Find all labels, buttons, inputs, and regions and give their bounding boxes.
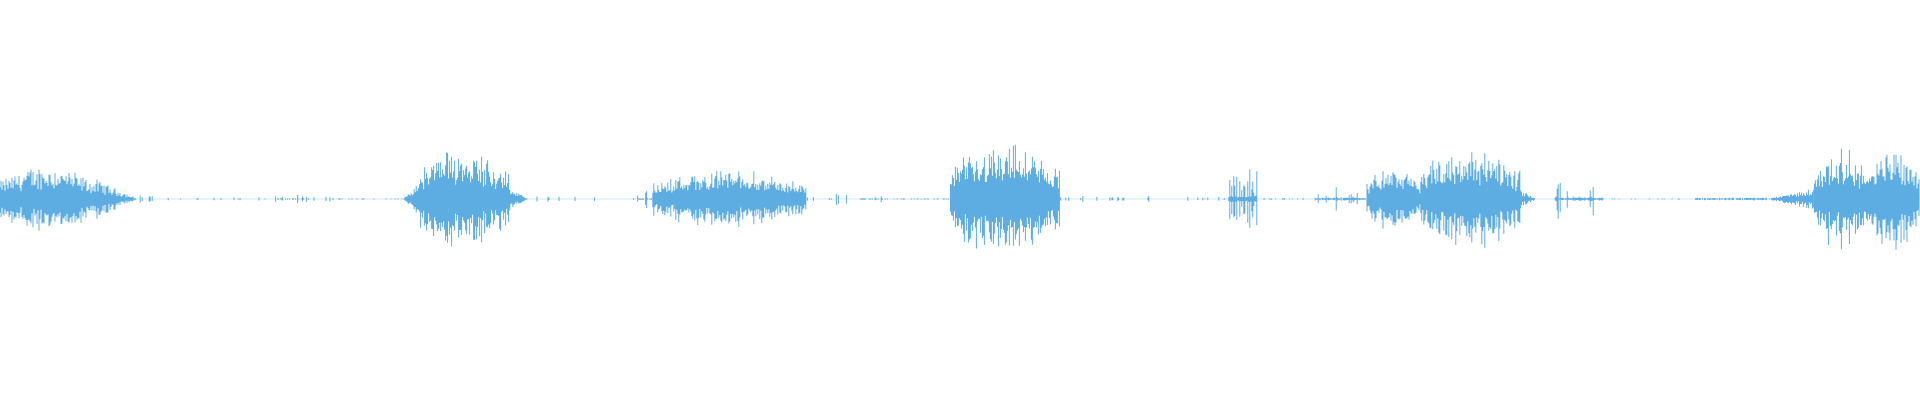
waveform-segment	[418, 152, 510, 247]
waveform-peaks	[508, 189, 528, 211]
waveform-peaks	[1420, 152, 1521, 248]
waveform-peaks	[1059, 196, 1098, 202]
waveform-peaks	[652, 171, 807, 227]
waveform-segment	[275, 195, 310, 204]
waveform-peaks	[0, 169, 96, 231]
waveform-segment	[1520, 190, 1536, 209]
waveform-segment	[95, 179, 137, 219]
waveform-segment	[403, 185, 419, 213]
waveform-segment	[1109, 196, 1226, 202]
waveform-peaks	[1520, 190, 1536, 209]
waveform-peaks	[313, 196, 334, 202]
waveform-peaks	[633, 191, 653, 208]
waveform-segment	[806, 193, 847, 205]
waveform-peaks	[1768, 189, 1814, 209]
waveform-peaks	[1602, 198, 1680, 200]
waveform-segment	[313, 196, 334, 202]
waveform-segment	[859, 196, 883, 203]
waveform-peaks	[1109, 196, 1226, 202]
waveform-segment	[508, 189, 528, 211]
waveform-peaks	[1228, 169, 1258, 228]
waveform-peaks	[403, 185, 419, 213]
waveform-peaks	[1813, 148, 1872, 250]
waveform-peaks	[196, 197, 266, 201]
waveform-peaks	[418, 152, 510, 247]
waveform-peaks	[338, 198, 403, 200]
waveform-segment	[1768, 189, 1814, 209]
waveform-segment	[1694, 197, 1767, 201]
waveform-peaks	[275, 195, 310, 204]
waveform-peaks	[536, 196, 576, 202]
waveform-segment	[139, 195, 169, 203]
waveform-segment	[1871, 154, 1920, 250]
waveform-segment	[1366, 171, 1421, 229]
waveform-peaks	[1366, 171, 1421, 229]
waveform-segment	[949, 144, 1060, 249]
waveform-peaks	[884, 198, 949, 200]
waveform-segment	[1602, 198, 1680, 200]
waveform-segment	[1314, 187, 1366, 211]
waveform-segment	[652, 171, 807, 227]
waveform-peaks	[139, 195, 169, 203]
waveform-segment	[1059, 196, 1098, 202]
waveform-peaks	[806, 193, 847, 205]
waveform-segment	[633, 191, 653, 208]
waveform-peaks	[1314, 187, 1366, 211]
waveform-segment	[536, 196, 576, 202]
waveform-peaks	[949, 144, 1060, 249]
waveform-segment	[884, 198, 949, 200]
waveform-peaks	[1694, 197, 1767, 201]
waveform-segment	[0, 169, 96, 231]
waveform-segment	[1554, 182, 1603, 219]
waveform-peaks	[859, 196, 883, 203]
waveform-peaks	[1263, 198, 1305, 200]
waveform-segment	[1228, 169, 1258, 228]
waveform-segment	[1263, 198, 1305, 200]
waveform-segment	[1420, 152, 1521, 248]
waveform-segment	[338, 198, 403, 200]
waveform-peaks	[1871, 154, 1920, 250]
waveform-segment	[196, 197, 266, 201]
waveform-segment	[1813, 148, 1872, 250]
waveform-peaks	[1554, 182, 1603, 219]
waveform-peaks	[95, 179, 137, 219]
